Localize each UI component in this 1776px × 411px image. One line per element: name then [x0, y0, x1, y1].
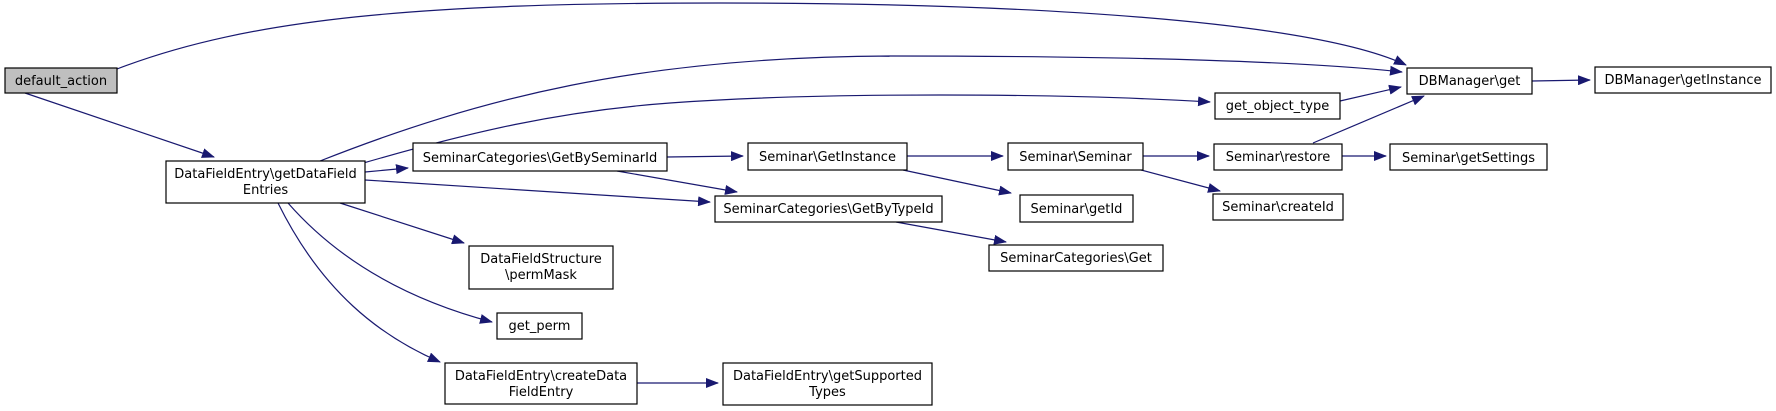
edge-get-instance-to-get-id — [902, 169, 1012, 196]
edge-get-object-type-to-dbmanager-get — [1339, 84, 1402, 102]
node-label: get_perm — [509, 319, 571, 334]
node-seminar-create-id[interactable]: Seminar\createId — [1212, 193, 1344, 221]
node-box — [1389, 143, 1548, 171]
node-get-supported-types[interactable]: DataFieldEntry\getSupported Types — [722, 362, 933, 406]
node-label: DataFieldEntry\createData — [455, 369, 627, 384]
node-label: DataFieldEntry\getSupported — [733, 369, 922, 384]
node-label: DBManager\get — [1419, 74, 1521, 89]
edge-get-by-type-id-to-seminar-categories-get — [895, 221, 1007, 245]
node-box — [444, 362, 638, 405]
edge-get-data-field-entries-to-get-by-seminar-id — [364, 164, 409, 175]
node-box — [714, 195, 943, 223]
node-seminar-categories-get[interactable]: SeminarCategories\Get — [988, 244, 1164, 272]
node-label: Seminar\restore — [1226, 150, 1330, 165]
node-label: Seminar\getSettings — [1402, 151, 1535, 166]
edge-get-data-field-entries-to-perm-mask — [339, 202, 465, 245]
node-box — [412, 142, 668, 172]
node-label: \permMask — [505, 268, 577, 283]
node-seminar-restore[interactable]: Seminar\restore — [1213, 143, 1343, 171]
node-label: Entries — [243, 183, 289, 198]
node-get-data-field-entries[interactable]: DataFieldEntry\getDataField Entries — [165, 160, 366, 204]
node-box — [1212, 193, 1344, 221]
node-box — [1214, 92, 1341, 120]
node-label: DataFieldStructure — [480, 252, 602, 267]
edge-get-data-field-entries-to-get-object-type — [359, 94, 1211, 165]
nodes-layer: default_action DataFieldEntry\getDataFie… — [4, 66, 1772, 406]
node-label: FieldEntry — [509, 385, 574, 400]
node-box — [988, 244, 1164, 272]
node-box — [1213, 143, 1343, 171]
node-get-perm[interactable]: get_perm — [496, 312, 583, 340]
node-box — [468, 245, 614, 290]
edges-layer — [24, 2, 1591, 388]
node-dbmanager-get-instance[interactable]: DBManager\getInstance — [1594, 66, 1772, 94]
node-label: Seminar\getId — [1031, 202, 1123, 217]
node-box — [1594, 66, 1772, 94]
node-label: Seminar\createId — [1222, 200, 1334, 215]
node-label: Types — [808, 385, 846, 400]
edge-default-action-to-get-data-field-entries — [24, 92, 215, 158]
node-default-action: default_action — [4, 67, 118, 94]
edge-get-data-field-entries-to-get-perm — [287, 202, 493, 324]
node-dbmanager-get[interactable]: DBManager\get — [1406, 67, 1533, 95]
node-box — [496, 312, 583, 340]
node-seminar-seminar[interactable]: Seminar\Seminar — [1007, 142, 1144, 171]
node-label: DataFieldEntry\getDataField — [174, 167, 356, 182]
node-box — [4, 67, 118, 94]
node-label: Seminar\GetInstance — [759, 150, 896, 165]
edge-get-data-field-entries-to-get-by-type-id — [364, 179, 711, 207]
node-box — [722, 362, 933, 406]
node-create-data-field-entry[interactable]: DataFieldEntry\createData FieldEntry — [444, 362, 638, 405]
node-seminar-categories-get-by-seminar-id[interactable]: SeminarCategories\GetBySeminarId — [412, 142, 668, 172]
node-label: get_object_type — [1226, 99, 1329, 114]
edge-get-by-seminar-id-to-get-by-type-id — [616, 170, 738, 195]
node-box — [1019, 194, 1134, 223]
edge-get-data-field-entries-to-create-data-field-entry — [277, 202, 441, 363]
node-label: Seminar\Seminar — [1019, 150, 1132, 165]
node-label: SeminarCategories\GetByTypeId — [723, 202, 933, 217]
node-get-object-type[interactable]: get_object_type — [1214, 92, 1341, 120]
node-seminar-get-id[interactable]: Seminar\getId — [1019, 194, 1134, 223]
node-box — [165, 160, 366, 204]
node-seminar-categories-get-by-type-id[interactable]: SeminarCategories\GetByTypeId — [714, 195, 943, 223]
edge-seminar-restore-to-dbmanager-get — [1312, 95, 1425, 144]
node-data-field-structure-perm-mask[interactable]: DataFieldStructure \permMask — [468, 245, 614, 290]
node-label: SeminarCategories\GetBySeminarId — [423, 151, 657, 166]
node-seminar-get-instance[interactable]: Seminar\GetInstance — [747, 142, 908, 171]
edge-seminar-seminar-to-create-id — [1140, 169, 1221, 193]
node-box — [1406, 67, 1533, 95]
edge-get-by-seminar-id-to-get-instance — [666, 151, 744, 162]
node-label: SeminarCategories\Get — [1000, 251, 1152, 266]
node-box — [1007, 142, 1144, 171]
node-seminar-get-settings[interactable]: Seminar\getSettings — [1389, 143, 1548, 171]
node-box — [747, 142, 908, 171]
node-label: default_action — [15, 74, 107, 89]
edge-default-action-to-dbmanager-get — [116, 2, 1407, 70]
node-label: DBManager\getInstance — [1605, 73, 1762, 88]
edge-get-data-field-entries-to-dbmanager-get — [319, 55, 1403, 162]
edge-dbmanager-get-to-dbmanager-get-instance — [1531, 75, 1591, 86]
